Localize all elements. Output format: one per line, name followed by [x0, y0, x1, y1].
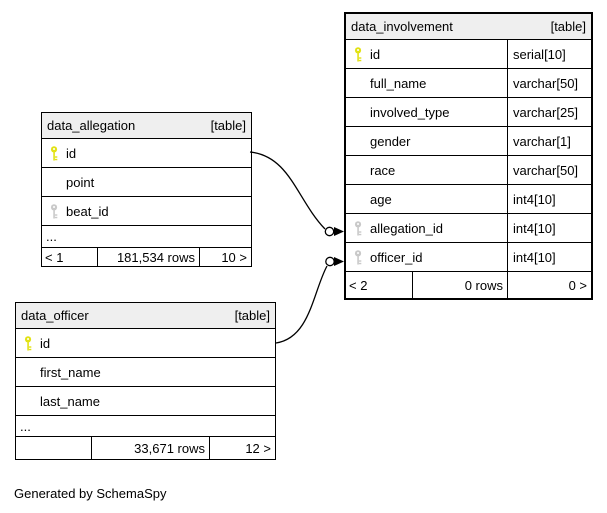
table-header[interactable]: data_involvement [table] [346, 14, 591, 40]
column-name: involved_type [370, 104, 450, 120]
table-footer: < 2 0 rows 0 > [346, 272, 591, 298]
table-data-allegation: data_allegation [table] id point [41, 112, 252, 267]
table-type-badge: [table] [550, 19, 586, 34]
table-name[interactable]: data_involvement [351, 19, 453, 34]
cardinality-circle-icon [325, 256, 335, 267]
foreign-key-icon [346, 249, 370, 265]
ellipsis-label: ... [20, 418, 31, 434]
table-data-involvement: data_involvement [table] id serial[10] f… [344, 12, 593, 300]
arrowhead-icon [334, 227, 344, 236]
parents-count: < 2 [346, 272, 413, 298]
column-type: varchar[50] [507, 69, 591, 97]
column-name: id [40, 335, 51, 351]
column-type: varchar[25] [507, 98, 591, 126]
table-type-badge: [table] [210, 118, 246, 133]
column-row-involved-type: involved_type varchar[25] [346, 98, 591, 127]
column-name: officer_id [370, 249, 423, 265]
column-name: gender [370, 133, 411, 149]
column-type: int4[10] [507, 214, 591, 242]
parents-count [16, 437, 92, 459]
relationship-officer-to-involvement [275, 256, 344, 344]
column-type: serial[10] [507, 40, 591, 68]
ellipsis-label: ... [46, 229, 57, 244]
column-type: int4[10] [507, 243, 591, 271]
more-columns-row: ... [16, 416, 275, 437]
column-name: beat_id [66, 203, 109, 219]
relationship-allegation-to-involvement [249, 151, 344, 237]
column-row-allegation-id: allegation_id int4[10] [346, 214, 591, 243]
column-row-beat-id: beat_id [42, 197, 251, 226]
column-row-last-name: last_name [16, 387, 275, 416]
column-type: int4[10] [507, 185, 591, 213]
foreign-key-icon [42, 203, 66, 219]
column-name: first_name [40, 364, 101, 380]
schemaspy-credit: Generated by SchemaSpy [14, 486, 167, 501]
column-row-point: point [42, 168, 251, 197]
row-count: 181,534 rows [98, 248, 200, 266]
column-row-gender: gender varchar[1] [346, 127, 591, 156]
table-data-officer: data_officer [table] id first_name last_… [15, 302, 276, 460]
table-header[interactable]: data_officer [table] [16, 303, 275, 329]
column-row-age: age int4[10] [346, 185, 591, 214]
arrowhead-icon [334, 257, 344, 266]
column-name: id [66, 145, 77, 161]
table-footer: 33,671 rows 12 > [16, 437, 275, 459]
children-count: 10 > [221, 249, 247, 265]
table-name[interactable]: data_allegation [47, 118, 136, 133]
column-type: varchar[1] [507, 127, 591, 155]
children-count: 12 > [245, 440, 271, 456]
column-name: last_name [40, 393, 100, 409]
table-name[interactable]: data_officer [21, 308, 89, 323]
table-header[interactable]: data_allegation [table] [42, 113, 251, 139]
foreign-key-icon [346, 220, 370, 236]
primary-key-icon [42, 145, 66, 161]
column-row-id: id [42, 139, 251, 168]
column-row-full-name: full_name varchar[50] [346, 69, 591, 98]
column-row-officer-id: officer_id int4[10] [346, 243, 591, 272]
table-footer: < 1 181,534 rows 10 > [42, 248, 251, 266]
primary-key-icon [346, 46, 370, 62]
children-count: 0 > [568, 277, 587, 293]
column-name: point [66, 174, 95, 190]
cardinality-circle-icon [324, 226, 335, 237]
column-row-id: id serial[10] [346, 40, 591, 69]
primary-key-icon [16, 335, 40, 351]
column-type: varchar[50] [507, 156, 591, 184]
table-type-badge: [table] [234, 308, 270, 323]
column-row-race: race varchar[50] [346, 156, 591, 185]
column-name: allegation_id [370, 220, 444, 236]
column-row-id: id [16, 329, 275, 358]
column-row-first-name: first_name [16, 358, 275, 387]
row-count: 33,671 rows [92, 437, 210, 459]
more-columns-row: ... [42, 226, 251, 248]
parents-count: < 1 [42, 248, 98, 266]
column-name: id [370, 46, 381, 62]
row-count: 0 rows [413, 272, 508, 298]
column-name: age [370, 191, 392, 207]
column-name: full_name [370, 75, 427, 91]
column-name: race [370, 162, 396, 178]
